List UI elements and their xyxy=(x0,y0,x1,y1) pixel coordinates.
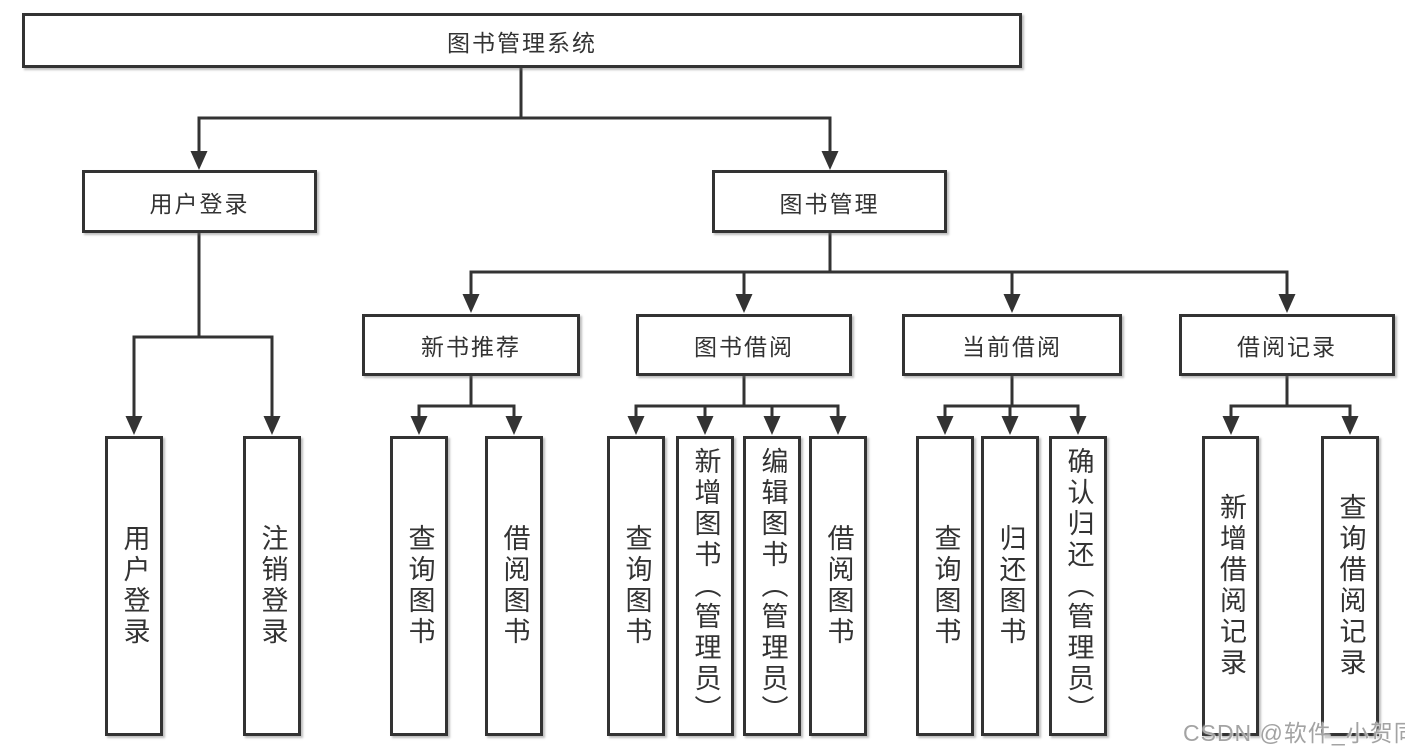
leaf-edit-books-admin-label: 编辑图书（管理员） xyxy=(757,446,788,726)
leaf-query-books-3: 查询图书 xyxy=(916,436,974,736)
node-borrowing-records: 借阅记录 xyxy=(1179,314,1395,376)
leaf-query-books-1-label: 查询图书 xyxy=(404,524,435,648)
leaf-confirm-return-admin-label: 确认归还（管理员） xyxy=(1063,446,1094,726)
leaf-query-borrow-record-label: 查询借阅记录 xyxy=(1335,493,1366,679)
watermark: CSDN @软件_小贺同学 xyxy=(1183,720,1405,746)
node-user-login: 用户登录 xyxy=(82,170,317,233)
leaf-borrow-books-1-label: 借阅图书 xyxy=(499,524,530,648)
node-current-borrowing: 当前借阅 xyxy=(902,314,1122,376)
node-book-management-label: 图书管理 xyxy=(779,190,880,217)
node-root: 图书管理系统 xyxy=(22,13,1022,68)
leaf-edit-books-admin: 编辑图书（管理员） xyxy=(743,436,801,736)
leaf-user-login: 用户登录 xyxy=(105,436,163,736)
leaf-return-books: 归还图书 xyxy=(981,436,1039,736)
leaf-borrow-books-2-label: 借阅图书 xyxy=(823,524,854,648)
leaf-query-borrow-record: 查询借阅记录 xyxy=(1321,436,1379,736)
node-current-borrowing-label: 当前借阅 xyxy=(962,334,1062,360)
node-new-book-recommend-label: 新书推荐 xyxy=(421,334,521,360)
leaf-logout: 注销登录 xyxy=(243,436,301,736)
leaf-query-books-3-label: 查询图书 xyxy=(930,524,961,648)
node-book-management: 图书管理 xyxy=(712,170,947,233)
leaf-query-books-2-label: 查询图书 xyxy=(621,524,652,648)
leaf-query-books-1: 查询图书 xyxy=(390,436,448,736)
node-borrowing-records-label: 借阅记录 xyxy=(1237,334,1337,360)
node-book-borrowing: 图书借阅 xyxy=(636,314,852,376)
leaf-add-books-admin-label: 新增图书（管理员） xyxy=(690,446,721,726)
leaf-confirm-return-admin: 确认归还（管理员） xyxy=(1049,436,1107,736)
leaf-add-borrow-record-label: 新增借阅记录 xyxy=(1216,493,1246,679)
leaf-logout-label: 注销登录 xyxy=(257,524,288,648)
node-book-borrowing-label: 图书借阅 xyxy=(694,334,794,360)
leaf-return-books-label: 归还图书 xyxy=(995,524,1026,648)
node-root-label: 图书管理系统 xyxy=(447,29,597,56)
leaf-borrow-books-1: 借阅图书 xyxy=(485,436,543,736)
leaf-query-books-2: 查询图书 xyxy=(607,436,665,736)
leaf-user-login-label: 用户登录 xyxy=(119,524,150,648)
node-user-login-label: 用户登录 xyxy=(149,190,250,217)
leaf-add-books-admin: 新增图书（管理员） xyxy=(676,436,734,736)
leaf-borrow-books-2: 借阅图书 xyxy=(809,436,867,736)
node-new-book-recommend: 新书推荐 xyxy=(362,314,580,376)
leaf-add-borrow-record: 新增借阅记录 xyxy=(1202,436,1259,736)
